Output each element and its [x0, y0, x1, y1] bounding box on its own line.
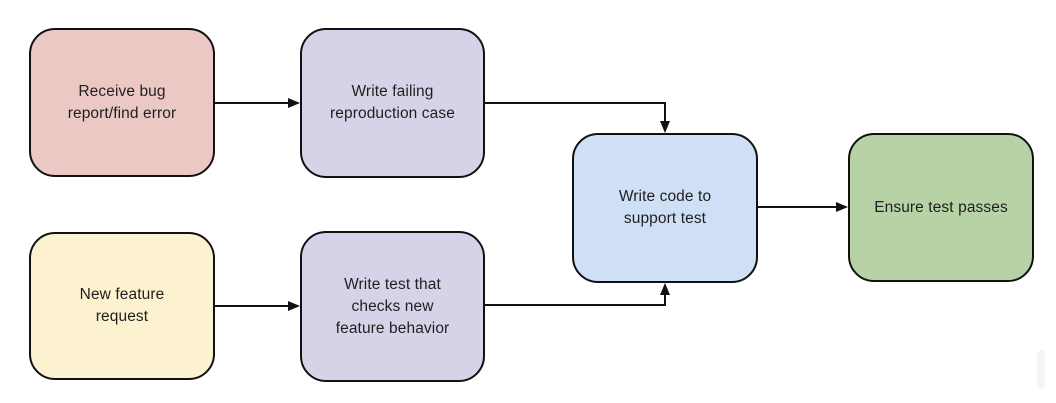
node-label: Receive bug report/find error: [67, 82, 177, 122]
node-ensure-test-passes: Ensure test passes: [848, 133, 1034, 282]
arrow-reproduction-to-code: [485, 102, 670, 133]
node-receive-bug-report: Receive bug report/find error: [29, 28, 215, 177]
scrollbar-thumb[interactable]: [1037, 350, 1045, 389]
node-label: Ensure test passes: [874, 198, 1008, 216]
node-write-code-to-support-test: Write code to support test: [572, 133, 758, 283]
arrow-test-to-code: [485, 283, 670, 306]
node-write-failing-reproduction-case: Write failing reproduction case: [300, 28, 485, 178]
node-label: New feature request: [79, 286, 165, 325]
node-new-feature-request: New feature request: [29, 232, 215, 380]
node-write-test-checks-new-feature: Write test that checks new feature behav…: [300, 231, 485, 382]
node-label: Write code to support test: [618, 188, 712, 227]
node-label: Write test that checks new feature behav…: [335, 275, 450, 337]
node-label: Write failing reproduction case: [330, 83, 455, 122]
